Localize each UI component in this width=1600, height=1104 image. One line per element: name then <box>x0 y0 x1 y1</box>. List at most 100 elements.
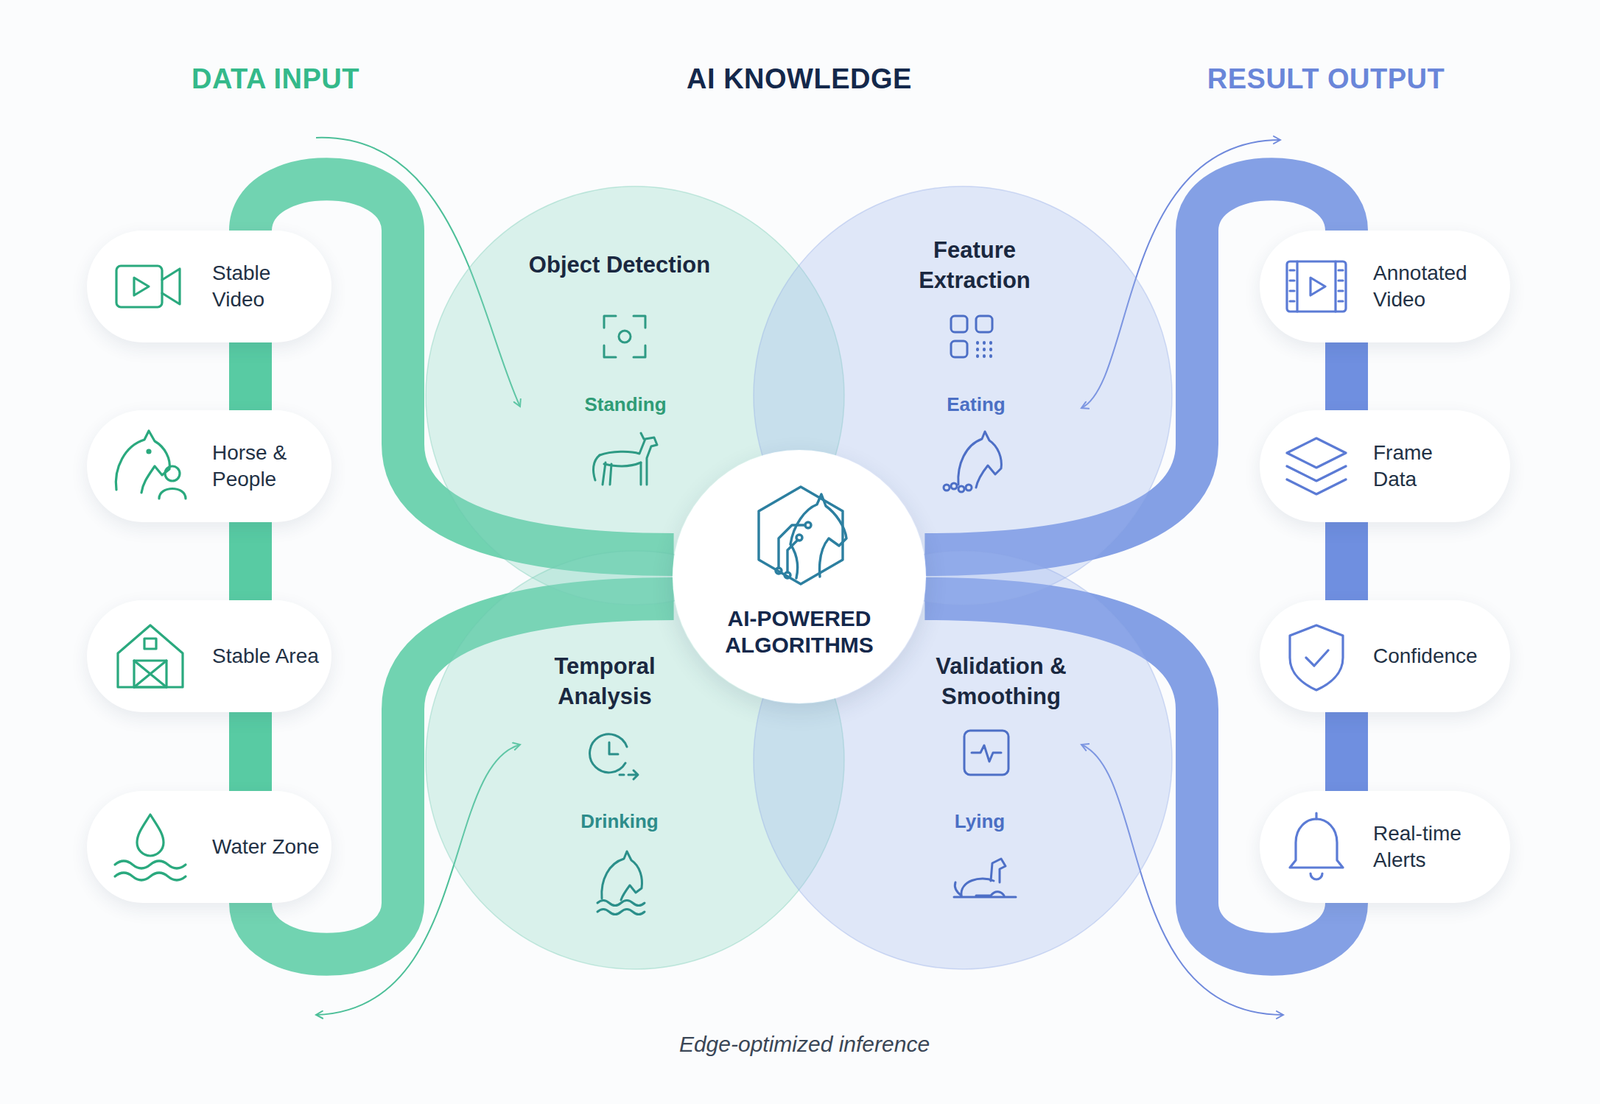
barn-icon <box>117 625 183 688</box>
icon-layer <box>1286 261 1346 880</box>
input-output-pill: Stable Area <box>86 600 332 713</box>
video-icon <box>116 265 163 308</box>
input-output-pill: Horse & People <box>86 410 332 523</box>
barn-icon <box>134 660 167 688</box>
ai-horse-icon <box>790 494 847 579</box>
ai-horse-icon <box>775 567 782 574</box>
eating-horse-icon <box>958 431 1002 488</box>
input-output-pill: Stable Video <box>86 230 332 343</box>
video-icon <box>116 265 180 308</box>
clock-icon <box>590 734 627 773</box>
drinking-horse-icon <box>597 900 645 907</box>
ai-horse-icon <box>805 522 812 529</box>
standing-horse-icon <box>604 462 641 467</box>
video-icon <box>134 277 149 296</box>
ai-horse-icon <box>784 572 791 579</box>
film-icon <box>1310 277 1326 296</box>
film-icon <box>1297 261 1336 312</box>
circle-outline <box>671 449 927 705</box>
eating-horse-icon <box>965 484 972 491</box>
lying-horse-icon <box>954 882 962 896</box>
detection-icon <box>618 330 631 343</box>
behavior-label: Drinking <box>527 810 712 834</box>
water-icon <box>114 814 186 881</box>
bell-icon <box>1289 813 1343 880</box>
ai-horse-icon <box>796 534 803 541</box>
drinking-horse-icon <box>597 909 645 915</box>
water-icon <box>137 814 164 856</box>
column-heading: DATA INPUT <box>191 63 360 96</box>
clock-icon <box>609 742 619 755</box>
input-output-pill: Real-time Alerts <box>1259 791 1511 904</box>
pill-label: Frame Data <box>1373 439 1455 494</box>
input-output-pill: Annotated Video <box>1259 230 1511 343</box>
pulse-icon <box>964 730 1009 775</box>
standing-horse-icon <box>602 462 641 485</box>
bell-icon <box>1289 819 1343 868</box>
film-icon <box>1289 270 1343 302</box>
horse-people-icon <box>115 430 170 493</box>
detection-icon <box>604 316 646 358</box>
standing-horse-icon <box>640 433 644 440</box>
drinking-horse-icon <box>601 851 643 901</box>
features-icon <box>951 316 968 333</box>
ai-horse-icon <box>787 539 798 573</box>
column-heading: RESULT OUTPUT <box>1207 63 1445 96</box>
lying-horse-icon <box>953 896 1016 899</box>
pill-label: Horse & People <box>212 439 323 494</box>
eating-horse-icon <box>943 431 1002 493</box>
film-icon <box>1286 261 1346 312</box>
bell-icon <box>1310 873 1323 880</box>
stage-title: Validation & Smoothing <box>909 651 1094 712</box>
shield-icon <box>1289 625 1343 691</box>
lying-horse-icon <box>990 858 1006 883</box>
features-icon <box>976 316 993 333</box>
barn-icon <box>144 638 157 649</box>
pill-label: Annotated Video <box>1373 260 1491 314</box>
pulse-icon <box>971 745 1002 762</box>
layers-icon <box>1286 466 1346 482</box>
layers-icon <box>1286 438 1346 495</box>
shield-icon <box>1306 650 1329 666</box>
column-heading: AI KNOWLEDGE <box>686 63 912 96</box>
stage-title: Temporal Analysis <box>512 651 697 712</box>
input-rail <box>229 286 272 848</box>
pill-label: Stable Area <box>212 643 323 670</box>
lying-horse-icon <box>976 892 1005 896</box>
behavior-label: Eating <box>883 393 1069 417</box>
lying-horse-icon <box>953 858 1016 898</box>
ai-horse-icon <box>758 486 843 585</box>
shield-icon <box>1289 625 1343 691</box>
pill-label: Water Zone <box>212 833 323 861</box>
bell-icon <box>1314 813 1318 820</box>
drinking-horse-icon <box>597 851 645 915</box>
video-icon <box>162 268 180 305</box>
layers-icon <box>1286 438 1346 468</box>
input-output-pill: Confidence <box>1259 600 1511 713</box>
standing-horse-icon <box>593 433 658 485</box>
detection-icon <box>604 316 646 358</box>
behavior-label: Lying <box>887 810 1072 834</box>
water-icon <box>114 861 186 869</box>
pill-label: Confidence <box>1373 643 1503 670</box>
input-output-pill: Frame Data <box>1259 410 1511 523</box>
icon-layer <box>590 316 1016 915</box>
standing-horse-icon <box>593 455 600 481</box>
pulse-icon <box>964 730 1009 775</box>
output-rail <box>1325 286 1368 848</box>
caption: Edge-optimized inference <box>679 1032 930 1058</box>
hub-label: AI-POWERED ALGORITHMS <box>699 605 899 659</box>
features-icon <box>951 341 968 358</box>
eating-horse-icon <box>943 484 950 491</box>
ai-horse-icon <box>778 525 806 568</box>
lying-horse-icon <box>961 878 994 896</box>
hub-circle: AI-POWERED ALGORITHMS <box>671 449 927 705</box>
circle-shape <box>672 450 926 704</box>
ai-horse-icon <box>758 486 847 585</box>
behavior-label: Standing <box>533 393 718 417</box>
layers-icon <box>1286 479 1346 495</box>
clock-icon <box>590 734 638 780</box>
stage-title: Object Detection <box>527 249 712 280</box>
